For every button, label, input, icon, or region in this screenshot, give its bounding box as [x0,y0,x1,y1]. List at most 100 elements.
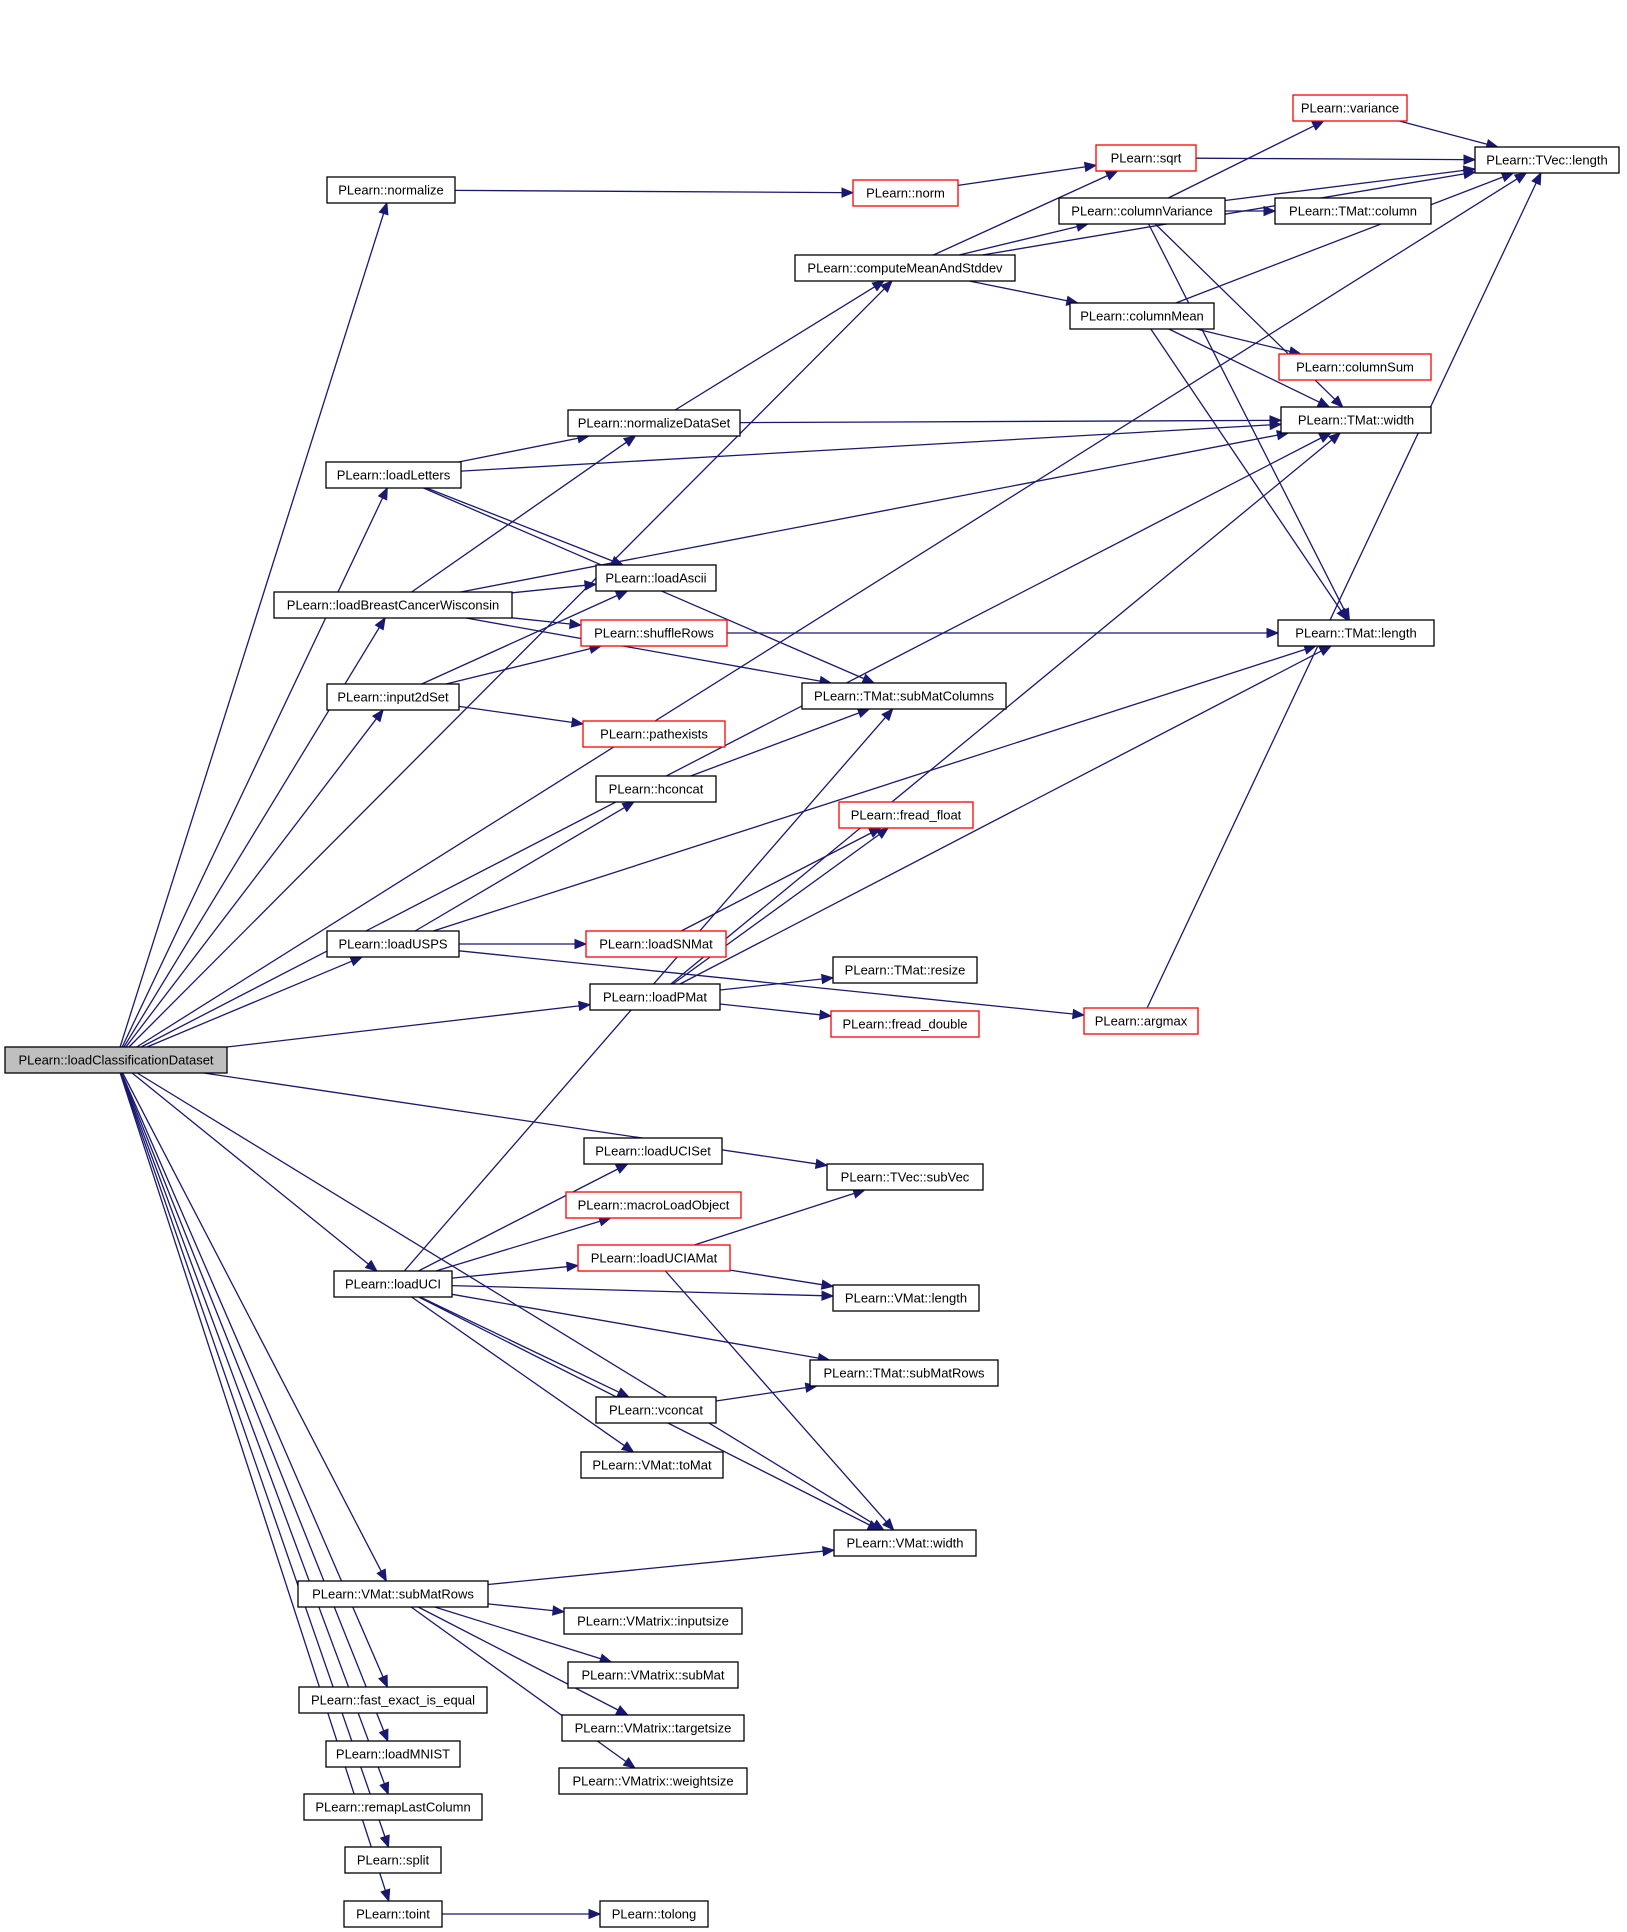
node-label: PLearn::TMat::resize [845,963,966,978]
node-norm[interactable]: PLearn::norm [852,179,959,207]
node-tmatWidth[interactable]: PLearn::TMat::width [1280,406,1432,434]
node-argmax[interactable]: PLearn::argmax [1083,1007,1199,1035]
node-subMatColumns[interactable]: PLearn::TMat::subMatColumns [801,682,1007,710]
arrowhead-loadBreast-to-loadAscii [584,580,598,591]
node-vmatLength[interactable]: PLearn::VMat::length [832,1284,980,1312]
node-split[interactable]: PLearn::split [344,1846,442,1874]
node-nds[interactable]: PLearn::normalizeDataSet [567,409,741,437]
node-columnMean[interactable]: PLearn::columnMean [1069,302,1215,330]
node-vmatWidth[interactable]: PLearn::VMat::width [833,1529,977,1557]
node-sqrt[interactable]: PLearn::sqrt [1095,144,1197,172]
node-freadDouble[interactable]: PLearn::fread_double [830,1010,980,1038]
node-label: PLearn::columnMean [1080,309,1204,324]
node-box [333,1270,453,1298]
edge-columnMean-to-tmatWidth [1168,328,1320,403]
node-tolong[interactable]: PLearn::tolong [599,1900,709,1928]
node-loadMNIST[interactable]: PLearn::loadMNIST [325,1740,461,1768]
node-freadFloat[interactable]: PLearn::fread_float [838,801,974,829]
arrowhead-root-to-tvecLength [1513,172,1528,184]
node-box [297,1580,489,1608]
node-vmatToMat[interactable]: PLearn::VMat::toMat [580,1451,724,1479]
node-tvecLength[interactable]: PLearn::TVec::length [1474,146,1620,174]
node-vmatSubMatRows[interactable]: PLearn::VMat::subMatRows [297,1580,489,1608]
arrowhead-columnVariance-to-tvecLength [1462,165,1477,176]
node-pathexists[interactable]: PLearn::pathexists [582,720,726,748]
arrowhead-root-to-vmatSubMatRows [376,1568,387,1583]
arrowhead-vmatSubMatRows-to-weightsize [622,1756,636,1769]
node-loadUCISet[interactable]: PLearn::loadUCISet [583,1137,723,1165]
node-inputsize[interactable]: PLearn::VMatrix::inputsize [563,1607,743,1635]
node-loadUCI[interactable]: PLearn::loadUCI [333,1270,453,1298]
arrowhead-root-to-loadUCI [364,1259,378,1272]
node-box [4,1046,228,1074]
arrowhead-loadUSPS-to-loadSNMat [574,938,588,950]
node-layer: PLearn::loadClassificationDatasetPLearn:… [4,94,1620,1928]
node-input2dSet[interactable]: PLearn::input2dSet [326,683,460,711]
edge-root-to-tvecLength [136,178,1518,1048]
node-box [838,801,974,829]
node-tmatLength[interactable]: PLearn::TMat::length [1277,619,1435,647]
node-loadUCIAMat[interactable]: PLearn::loadUCIAMat [577,1244,731,1272]
node-cms[interactable]: PLearn::computeMeanAndStddev [794,254,1016,282]
node-box [833,1529,977,1557]
node-macroLoad[interactable]: PLearn::macroLoadObject [565,1191,742,1219]
arrowhead-columnMean-to-tmatLength [1336,607,1348,622]
node-loadLetters[interactable]: PLearn::loadLetters [325,461,462,489]
edge-nds-to-cms [674,286,875,411]
node-box [326,930,460,958]
node-tmatColumn[interactable]: PLearn::TMat::column [1274,197,1432,225]
node-tmatSubMatRows[interactable]: PLearn::TMat::subMatRows [809,1359,999,1387]
node-subMat[interactable]: PLearn::VMatrix::subMat [567,1661,739,1689]
node-box [303,1793,483,1821]
edge-loadUCIAMat-to-vmatLength [729,1269,823,1286]
edge-loadPMat-to-tmatLength [679,650,1322,985]
edge-loadPMat-to-freadFloat [672,833,880,985]
node-box [1280,406,1432,434]
node-box [561,1714,745,1742]
node-targetsize[interactable]: PLearn::VMatrix::targetsize [561,1714,745,1742]
node-vconcat[interactable]: PLearn::vconcat [595,1396,717,1424]
arrowhead-root-to-remapLast [379,1781,390,1796]
arrowhead-toint-to-tolong [588,1908,602,1920]
edge-vmatSubMatRows-to-subMat [434,1606,601,1660]
edge-loadPMat-to-tmatResize [719,978,823,991]
edge-columnMean-to-columnSum [1196,328,1291,353]
arrowhead-vmatSubMatRows-to-inputsize [552,1605,566,1616]
node-label: PLearn::macroLoadObject [578,1198,730,1213]
node-hconcat[interactable]: PLearn::hconcat [595,775,717,803]
arrowhead-nds-to-cms [871,280,886,292]
node-tmatResize[interactable]: PLearn::TMat::resize [832,956,978,984]
node-loadBreast[interactable]: PLearn::loadBreastCancerWisconsin [273,591,513,619]
node-fastExact[interactable]: PLearn::fast_exact_is_equal [298,1686,488,1714]
node-columnSum[interactable]: PLearn::columnSum [1278,353,1432,381]
edge-root-to-split [119,1072,386,1837]
arrowhead-root-to-cms [880,280,893,293]
edge-loadBreast-to-nds [411,441,627,593]
node-shuffleRows[interactable]: PLearn::shuffleRows [580,619,728,647]
edge-loadUCI-to-vconcat [419,1296,620,1393]
node-tvecSubVec[interactable]: PLearn::TVec::subVec [826,1163,984,1191]
node-box [273,591,513,619]
node-loadPMat[interactable]: PLearn::loadPMat [589,983,721,1011]
node-variance[interactable]: PLearn::variance [1292,94,1408,122]
node-box [794,254,1016,282]
edge-cms-to-sqrt [933,175,1108,256]
arrowhead-loadUCIAMat-to-vmatLength [820,1279,835,1290]
node-box [298,1686,488,1714]
node-loadSNMat[interactable]: PLearn::loadSNMat [585,930,727,958]
node-label: PLearn::loadClassificationDataset [18,1053,213,1068]
node-label: PLearn::loadSNMat [599,937,713,952]
arrowhead-loadBreast-to-shuffleRows [569,618,583,630]
node-toint[interactable]: PLearn::toint [343,1900,443,1928]
node-root[interactable]: PLearn::loadClassificationDataset [4,1046,228,1074]
node-columnVariance[interactable]: PLearn::columnVariance [1058,197,1226,225]
node-remapLast[interactable]: PLearn::remapLastColumn [303,1793,483,1821]
node-loadUSPS[interactable]: PLearn::loadUSPS [326,930,460,958]
arrowhead-loadLetters-to-subMatColumns [861,673,876,684]
edge-variance-to-tvecLength [1399,120,1488,145]
node-loadAscii[interactable]: PLearn::loadAscii [595,564,717,592]
edge-root-to-fastExact [121,1072,384,1678]
edge-loadLetters-to-loadAscii [426,487,613,562]
node-normalize[interactable]: PLearn::normalize [326,176,456,204]
node-weightsize[interactable]: PLearn::VMatrix::weightsize [558,1767,748,1795]
